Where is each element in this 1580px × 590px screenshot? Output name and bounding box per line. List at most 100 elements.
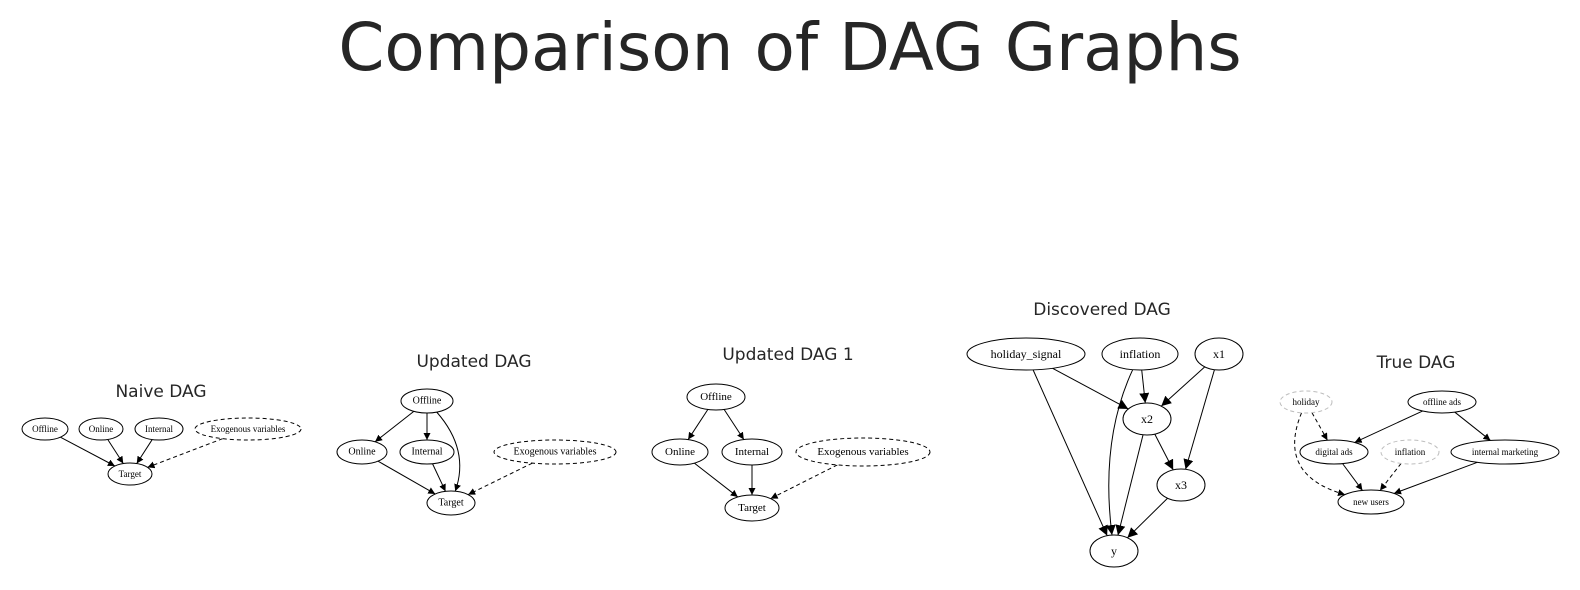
edge-x2-to-x3 bbox=[1154, 433, 1174, 471]
node-exogenous-variables: Exogenous variables bbox=[194, 417, 302, 441]
node-ellipse bbox=[1299, 439, 1369, 465]
node-label: Exogenous variables bbox=[513, 447, 596, 458]
edge-exogenous-variables-to-target bbox=[467, 462, 533, 496]
node-ellipse bbox=[1380, 439, 1440, 465]
node-label: digital ads bbox=[1315, 447, 1353, 457]
node-label: Target bbox=[119, 469, 142, 479]
node-internal: Internal bbox=[721, 438, 783, 466]
node-holiday-signal: holiday_signal bbox=[966, 337, 1086, 371]
node-x3: x3 bbox=[1156, 468, 1206, 502]
node-x2: x2 bbox=[1122, 402, 1172, 436]
node-ellipse bbox=[1279, 390, 1333, 414]
node-ellipse bbox=[426, 490, 476, 516]
edge-inflation-to-new-users bbox=[1379, 463, 1402, 491]
node-ellipse bbox=[686, 383, 746, 411]
edge-holiday-to-new-users bbox=[1294, 412, 1346, 497]
node-label: internal marketing bbox=[1472, 447, 1539, 457]
node-ellipse bbox=[107, 462, 153, 486]
edge-holiday-signal-to-x2 bbox=[1052, 367, 1129, 410]
node-label: x2 bbox=[1141, 412, 1153, 426]
node-inflation: inflation bbox=[1380, 439, 1440, 465]
edge-exogenous-variables-to-target bbox=[147, 438, 223, 469]
edge-offline-to-online bbox=[374, 410, 415, 443]
node-ellipse bbox=[1337, 489, 1405, 515]
panel-title-updated-dag: Updated DAG bbox=[416, 352, 532, 372]
node-label: Online bbox=[348, 447, 376, 458]
node-exogenous-variables: Exogenous variables bbox=[493, 439, 617, 465]
node-ellipse bbox=[134, 417, 184, 441]
node-ellipse bbox=[1122, 402, 1172, 436]
node-label: y bbox=[1111, 544, 1117, 558]
edge-inflation-to-x2 bbox=[1139, 369, 1150, 404]
edge-offline-ads-to-internal-marketing bbox=[1454, 411, 1491, 441]
node-y: y bbox=[1089, 534, 1139, 568]
node-ellipse bbox=[724, 494, 780, 522]
node-internal-marketing: internal marketing bbox=[1450, 439, 1560, 465]
page-title: Comparison of DAG Graphs bbox=[338, 9, 1242, 86]
edge-holiday-signal-to-y bbox=[1032, 369, 1108, 536]
panel-title-true-dag: True DAG bbox=[1376, 353, 1456, 373]
node-ellipse bbox=[400, 388, 454, 414]
node-label: Offline bbox=[700, 391, 732, 403]
node-ellipse bbox=[1101, 337, 1179, 371]
node-offline: Offline bbox=[400, 388, 454, 414]
node-label: inflation bbox=[1120, 347, 1161, 361]
node-label: holiday_signal bbox=[991, 347, 1062, 361]
node-label: Internal bbox=[411, 447, 442, 458]
edge-offline-to-internal bbox=[723, 409, 745, 440]
node-ellipse bbox=[1450, 439, 1560, 465]
node-ellipse bbox=[1156, 468, 1206, 502]
node-label: inflation bbox=[1395, 447, 1426, 457]
edge-internal-to-target bbox=[136, 439, 153, 464]
node-ellipse bbox=[194, 417, 302, 441]
node-digital-ads: digital ads bbox=[1299, 439, 1369, 465]
node-holiday: holiday bbox=[1279, 390, 1333, 414]
node-label: x3 bbox=[1175, 478, 1187, 492]
node-online: Online bbox=[336, 439, 388, 465]
edge-online-to-target bbox=[377, 460, 436, 495]
node-ellipse bbox=[721, 438, 783, 466]
node-label: Internal bbox=[735, 446, 769, 458]
dag-panel-true-dag: holiday offline ads digital ads inflation in… bbox=[1279, 390, 1560, 515]
node-ellipse bbox=[493, 439, 617, 465]
panel-title-updated-dag-1: Updated DAG 1 bbox=[722, 345, 854, 365]
node-ellipse bbox=[336, 439, 388, 465]
node-label: Offline bbox=[413, 396, 442, 407]
node-label: Exogenous variables bbox=[817, 446, 908, 458]
node-label: new users bbox=[1353, 497, 1389, 507]
edge-holiday-to-digital-ads bbox=[1311, 412, 1328, 441]
node-ellipse bbox=[1089, 534, 1139, 568]
edge-x2-to-y bbox=[1115, 434, 1144, 536]
node-label: Online bbox=[665, 446, 695, 458]
edge-offline-to-target bbox=[60, 436, 116, 467]
node-offline-ads: offline ads bbox=[1407, 390, 1477, 414]
node-inflation: inflation bbox=[1101, 337, 1179, 371]
edge-offline-to-online bbox=[687, 409, 709, 440]
node-target: Target bbox=[107, 462, 153, 486]
node-target: Target bbox=[426, 490, 476, 516]
edge-x3-to-y bbox=[1127, 497, 1168, 539]
edge-digital-ads-to-new-users bbox=[1342, 463, 1363, 491]
node-ellipse bbox=[399, 439, 455, 465]
node-ellipse bbox=[21, 417, 69, 441]
edge-internal-marketing-to-new-users bbox=[1393, 461, 1478, 495]
node-exogenous-variables: Exogenous variables bbox=[795, 437, 931, 467]
edge-internal-to-target bbox=[432, 463, 446, 492]
node-label: offline ads bbox=[1423, 397, 1462, 407]
node-ellipse bbox=[1407, 390, 1477, 414]
panel-title-discovered-dag: Discovered DAG bbox=[1033, 300, 1171, 320]
node-ellipse bbox=[78, 417, 124, 441]
node-offline: Offline bbox=[21, 417, 69, 441]
node-online: Online bbox=[651, 438, 709, 466]
edge-inflation-to-y bbox=[1105, 369, 1134, 536]
node-ellipse bbox=[795, 437, 931, 467]
node-label: Online bbox=[89, 424, 114, 434]
edge-online-to-target bbox=[107, 439, 124, 464]
node-internal: Internal bbox=[399, 439, 455, 465]
node-label: Offline bbox=[32, 424, 58, 434]
node-ellipse bbox=[1194, 337, 1244, 371]
edge-x1-to-x3 bbox=[1183, 369, 1215, 470]
